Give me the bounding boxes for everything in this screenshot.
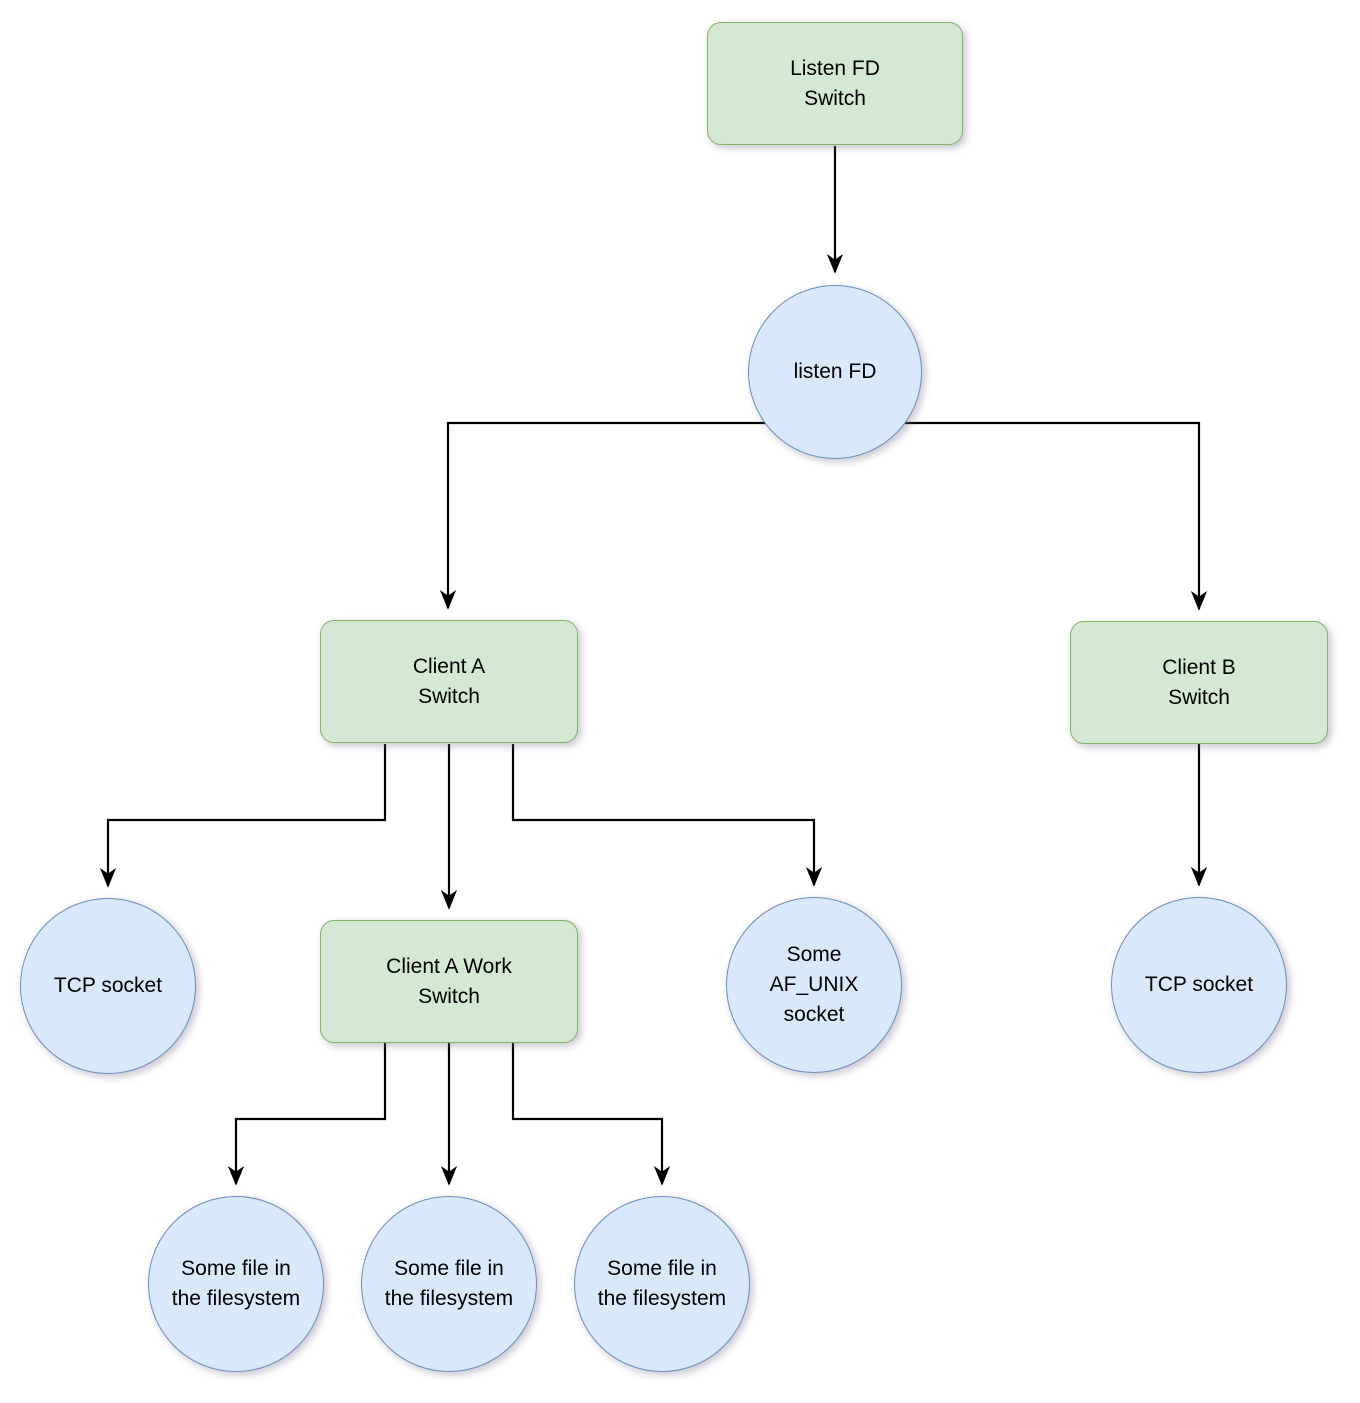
node-label-file-3: Some file in the filesystem	[597, 1257, 727, 1310]
node-file-1[interactable]: Some file in the filesystem	[148, 1196, 324, 1372]
edge-client-a-work-switch-to-file-3	[511, 1043, 671, 1186]
node-label-tcp-socket-b: TCP socket	[1144, 973, 1254, 997]
node-client-b-switch[interactable]: Client B Switch	[1070, 621, 1328, 744]
edge-listen-fd-to-client-b-switch	[835, 421, 1208, 611]
edge-client-a-switch-to-tcp-socket-a	[99, 744, 387, 888]
edge-client-a-switch-to-af-unix-socket	[511, 744, 823, 887]
node-label-file-2: Some file in the filesystem	[384, 1257, 514, 1310]
node-tcp-socket-b[interactable]: TCP socket	[1111, 897, 1287, 1073]
node-listen-fd[interactable]: listen FD	[748, 285, 922, 459]
node-af-unix-socket[interactable]: Some AF_UNIX socket	[726, 897, 902, 1073]
node-client-a-work-switch[interactable]: Client A Work Switch	[320, 920, 578, 1043]
node-label-af-unix-socket: Some AF_UNIX socket	[769, 943, 859, 1026]
edge-listen-fd-to-client-a-switch	[439, 421, 835, 610]
node-tcp-socket-a[interactable]: TCP socket	[20, 898, 196, 1074]
edge-client-a-work-switch-to-file-1	[227, 1043, 387, 1186]
node-label-listen-fd: listen FD	[793, 360, 877, 384]
node-label-client-b-switch: Client B Switch	[1162, 655, 1236, 709]
node-client-a-switch[interactable]: Client A Switch	[320, 620, 578, 743]
node-label-file-1: Some file in the filesystem	[171, 1257, 301, 1310]
node-label-client-a-work-switch: Client A Work Switch	[386, 954, 512, 1008]
node-file-3[interactable]: Some file in the filesystem	[574, 1196, 750, 1372]
node-label-tcp-socket-a: TCP socket	[53, 974, 163, 998]
node-label-client-a-switch: Client A Switch	[412, 654, 486, 708]
node-listen-fd-switch[interactable]: Listen FD Switch	[707, 22, 963, 145]
node-label-listen-fd-switch: Listen FD Switch	[790, 56, 880, 110]
node-file-2[interactable]: Some file in the filesystem	[361, 1196, 537, 1372]
